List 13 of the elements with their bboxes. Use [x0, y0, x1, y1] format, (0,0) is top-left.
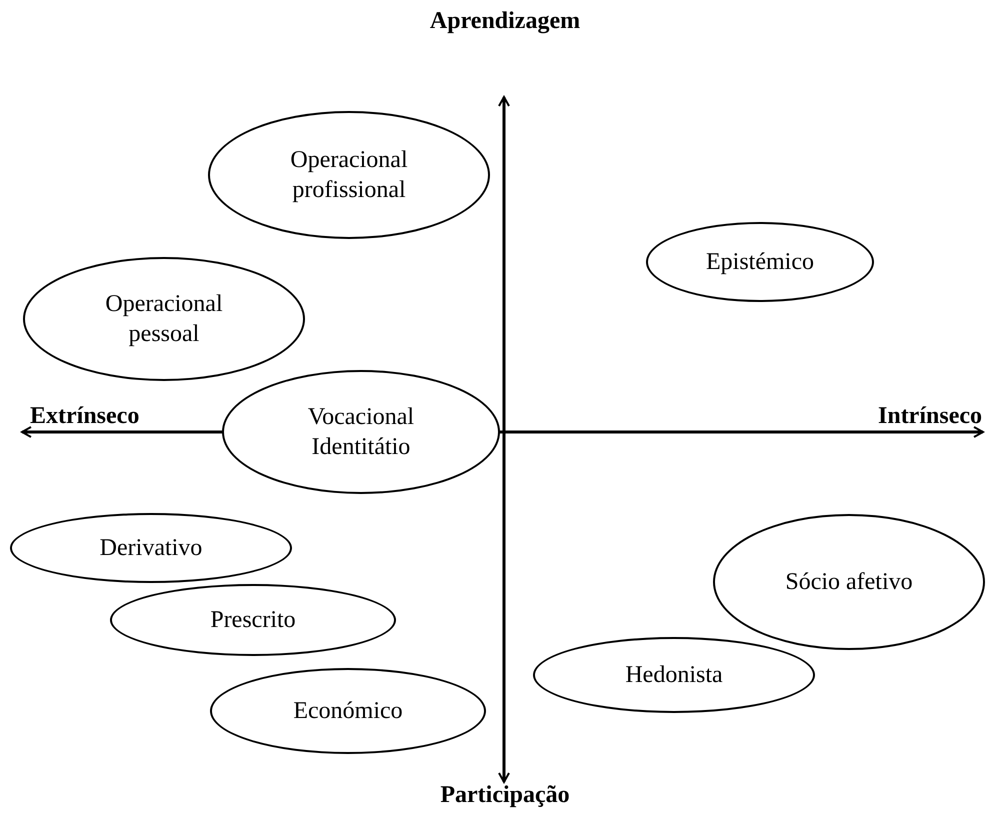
axis-label: Extrínseco — [30, 403, 140, 430]
node-label: Vocacional Identitátio — [306, 403, 416, 462]
node-label: Operacional pessoal — [104, 290, 224, 349]
node-label: Económico — [293, 697, 403, 726]
node-label: Derivativo — [100, 534, 202, 563]
node-label: Operacional profissional — [289, 146, 409, 205]
node-label: Sócio afetivo — [785, 568, 913, 597]
axis-title: Participação — [439, 782, 571, 809]
node-label: Hedonista — [625, 661, 723, 690]
node-label: Epistémico — [706, 248, 814, 277]
axis-title: Aprendizagem — [428, 8, 582, 35]
axis-label: Intrínseco — [877, 403, 982, 430]
node-label: Prescrito — [210, 606, 296, 635]
